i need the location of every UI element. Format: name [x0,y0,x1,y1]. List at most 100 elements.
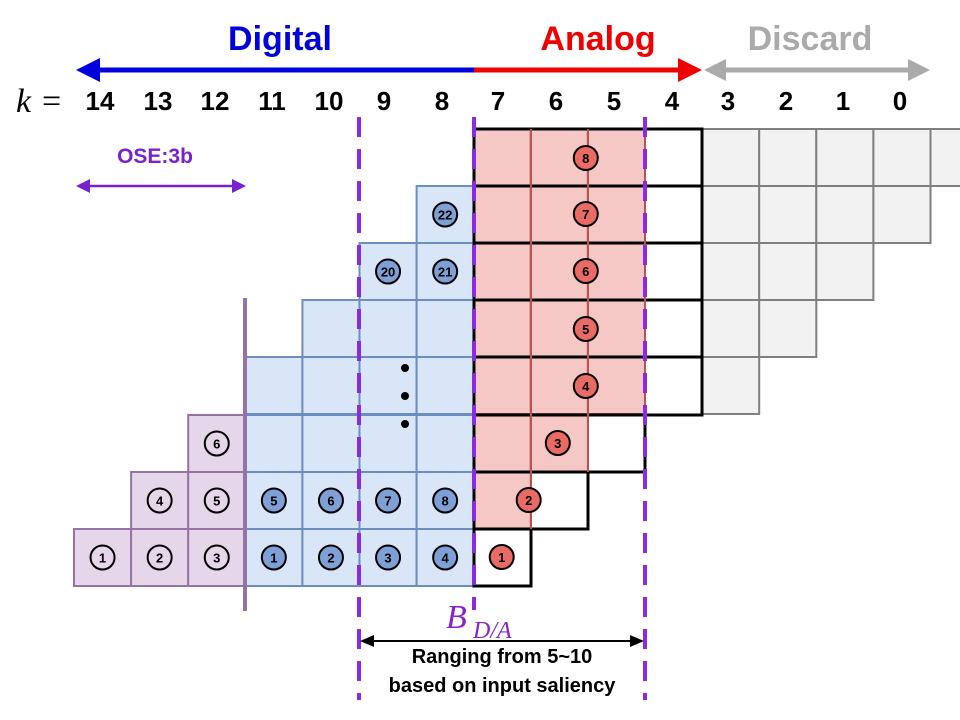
discarded-cell [701,185,761,244]
k-value: 13 [144,86,173,116]
range-note-line1: Ranging from 5~10 [412,646,593,668]
analog-label: Analog [540,20,655,58]
discarded-cell [758,128,818,187]
ose-pp-label-text: 6 [213,437,220,452]
k-value: 11 [258,86,286,116]
analog-cell [472,128,532,187]
k-value: 4 [665,86,680,116]
discarded-cell [815,128,875,187]
k-value: 6 [549,86,563,116]
analog-pp-label-text: 5 [582,322,589,337]
digital-pp-label-text: 1 [270,551,277,566]
analog-pp-label: 8 [572,145,599,171]
analog-pp-label: 3 [544,430,571,456]
discard-label: Discard [748,20,873,58]
ose-cell [130,471,190,530]
digital-pp-label-text: 22 [438,208,452,223]
analog-cell [472,299,532,358]
ose-pp-label: 6 [203,430,230,457]
digital-cell [244,414,304,473]
discarded-cell [815,185,875,244]
bda-label: B D/A [446,599,512,644]
discarded-cell [758,185,818,244]
bda-symbol: B [446,599,467,636]
digital-arrow-head [76,58,100,82]
digital-cell [301,299,361,358]
ose-label: OSE:3b [117,145,193,168]
digital-pp-label-text: 2 [327,551,334,566]
digital-pp-label: 5 [260,487,287,514]
ose-pp-label-text: 2 [156,551,163,566]
digital-pp-label: 4 [432,544,459,571]
analog-outline [472,127,704,588]
digital-cell [301,414,361,473]
analog-pp-label: 5 [572,316,599,342]
k-value: 14 [86,86,115,116]
analog-pp-label: 7 [572,201,599,227]
discarded-cell [815,242,875,301]
analog-pp-label-text: 1 [498,550,505,565]
ellipsis-dot [401,392,409,400]
k-value: 2 [779,86,793,116]
analog-arrow-head [678,58,702,82]
digital-pp-label-text: 3 [384,551,391,566]
digital-pp-label: 20 [375,258,402,285]
digital-pp-label: 8 [432,487,459,514]
discarded-cell [701,128,761,187]
range-annotation: Ranging from 5~10 based on input salienc… [360,635,644,697]
ose-pp-label-text: 5 [213,494,220,509]
range-arrow-head-left [360,635,374,647]
analog-pp-label-text: 2 [525,493,532,508]
ose-pp-label: 3 [203,544,230,571]
ose-pp-label: 2 [146,544,173,571]
digital-pp-label-text: 4 [442,551,450,566]
analog-cell [472,185,532,244]
k-value: 7 [491,86,505,116]
ellipsis-dot [401,364,409,372]
digital-cell [415,356,475,415]
discarded-cell [758,299,818,358]
digital-pp-label-text: 21 [438,265,452,280]
discarded-cell [872,128,932,187]
digital-pp-label: 7 [375,487,402,514]
analog-pp-label: 2 [515,487,542,513]
analog-cell [472,242,532,301]
digital-cell [415,299,475,358]
discard-arrow-head-right [908,59,930,81]
digital-pp-label: 2 [317,544,344,571]
ose-pp-label-text: 4 [156,494,164,509]
ose-pp-label-text: 1 [99,551,106,566]
digital-pp-label-text: 8 [442,494,449,509]
digital-pp-label-text: 6 [327,494,334,509]
bda-subscript: D/A [472,618,512,644]
range-arrow-head-right [630,635,644,647]
ose-arrow-head-right [232,179,246,193]
ose-annotation: OSE:3b [76,145,246,193]
ose-arrow-head-left [76,179,90,193]
k-value: 9 [377,86,391,116]
ellipsis-dot [401,420,409,428]
discarded-cell [701,299,761,358]
ose-pp-label: 5 [203,487,230,514]
k-value: 5 [607,86,621,116]
analog-cell [472,414,532,473]
discarded-cell [701,356,761,415]
region-arrows: Digital Analog Discard [76,20,930,82]
digital-cell [301,356,361,415]
digital-pp-label-text: 5 [270,494,277,509]
k-value: 0 [893,86,907,116]
k-value: 8 [435,86,449,116]
digital-pp-label: 22 [432,201,459,228]
analog-pp-label: 4 [572,373,599,399]
analog-cell [472,356,532,415]
digital-pp-label: 3 [375,544,402,571]
digital-pp-label-text: 20 [381,265,395,280]
discarded-cell [758,242,818,301]
digital-pp-label-text: 7 [384,494,391,509]
analog-pp-label: 1 [488,544,515,570]
discard-arrow-head-left [704,59,726,81]
ose-pp-label: 4 [146,487,173,514]
digital-cell [244,356,304,415]
